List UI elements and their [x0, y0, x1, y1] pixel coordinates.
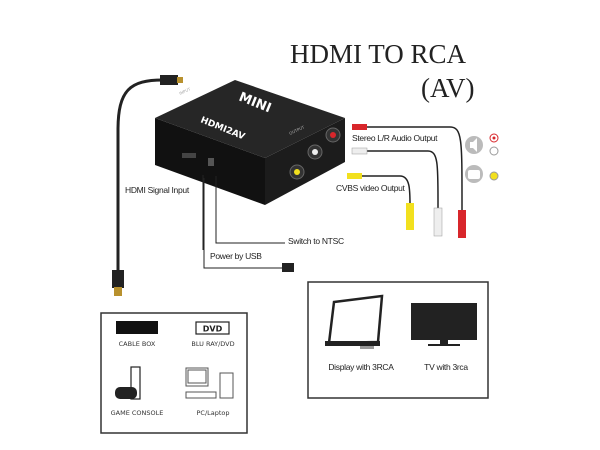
usb-plug: [282, 263, 294, 272]
white-plug-top: [351, 147, 368, 155]
red-plug-top: [352, 124, 367, 130]
label-audio-output: Stereo L/R Audio Output: [352, 133, 438, 143]
rca-port-red: [330, 132, 336, 138]
source-game-console: GAME CONSOLE: [111, 409, 164, 417]
dvd-icon: [195, 321, 230, 335]
monitor-icon: [325, 294, 384, 349]
rca-port-yellow: [294, 169, 300, 175]
source-bluray: BLU RAY/DVD: [191, 340, 234, 348]
red-dot-icon: [489, 133, 499, 143]
white-plug: [433, 207, 443, 237]
label-ntsc-switch: Switch to NTSC: [288, 236, 344, 246]
yellow-dot-icon: [489, 171, 499, 181]
dvd-badge: DVD: [203, 325, 223, 334]
display-3rca-label: Display with 3RCA: [328, 362, 394, 372]
rca-port-white: [312, 149, 318, 155]
mini-usb-port: [182, 153, 196, 158]
displays-panel: Display with 3RCA TV with 3rca: [307, 281, 489, 399]
title-line1: HDMI TO RCA: [290, 39, 467, 69]
game-console-icon: [115, 366, 141, 400]
input-port-label: INPUT: [178, 86, 191, 96]
tv-icon: [411, 303, 477, 346]
label-usb-power: Power by USB: [210, 251, 262, 261]
converter-device: MINI HDMI2AV INPUT OUTPUT: [155, 80, 345, 205]
red-plug: [458, 210, 466, 238]
white-dot-icon: [489, 146, 499, 156]
tv-3rca-label: TV with 3rca: [424, 362, 468, 372]
hdmi-cable: [112, 75, 183, 296]
label-hdmi-input: HDMI Signal Input: [125, 185, 190, 195]
output-port-label: OUTPUT: [288, 124, 305, 136]
cable-box-icon: [116, 321, 158, 334]
yellow-plug-top: [347, 173, 362, 179]
source-pc: PC/Laptop: [196, 409, 229, 417]
source-cable-box: CABLE BOX: [119, 340, 156, 348]
sources-panel: CABLE BOX DVD BLU RAY/DVD GAME CONSOLE P…: [100, 312, 248, 434]
ntsc-switch[interactable]: [208, 158, 214, 166]
label-video-output: CVBS video Output: [336, 183, 406, 193]
pc-icon: [185, 367, 234, 399]
title-line2: (AV): [421, 73, 475, 103]
yellow-plug: [406, 203, 414, 230]
